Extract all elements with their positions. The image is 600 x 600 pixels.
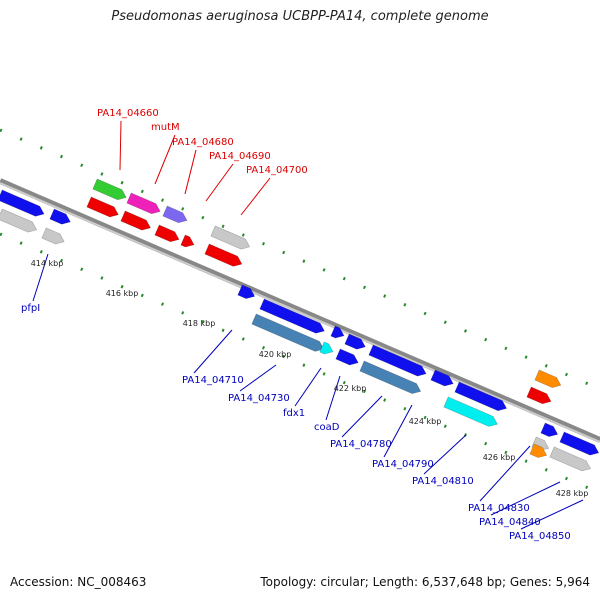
lower-gene-label-2: PA14_04730 [228,393,290,404]
gene-arrow-27 [540,422,559,437]
gene-arrow-7 [86,196,119,218]
gene-arrow-2 [0,208,38,233]
gene-arrow-17 [344,333,366,350]
lower-gene-label-3: fdx1 [283,408,305,419]
gene-arrow-21 [359,360,422,394]
lower-gene-label-0: pfpI [21,303,40,314]
gene-arrow-9 [154,224,180,243]
scale-label-5: 424 kbp [409,417,442,426]
gene-arrow-28 [559,431,600,456]
gene-arrow-14 [259,298,325,334]
gene-arrow-23 [454,381,508,412]
upper-gene-label-4: PA14_04700 [246,165,308,176]
scale-label-3: 420 kbp [259,350,292,359]
gene-arrow-16 [330,325,345,339]
gene-arrow-22 [430,369,454,387]
accession-text: Accession: NC_008463 [10,575,147,589]
lower-gene-label-6: PA14_04790 [372,459,434,470]
genome-backbone [0,178,600,443]
scale-label-2: 418 kbp [183,319,216,328]
gene-arrow-4 [92,178,127,201]
scale-label-4: 422 kbp [334,384,367,393]
gene-arrow-5 [126,192,161,215]
gene-arrow-30 [529,443,548,458]
gene-arrow-10 [180,234,195,248]
lower-gene-label-7: PA14_04810 [412,476,474,487]
scale-label-7: 428 kbp [556,489,589,498]
topology-text: Topology: circular; Length: 6,537,648 bp… [260,575,590,589]
gene-arrow-20 [368,344,427,377]
gene-labels: 414 kbp 416 kbp 418 kbp 420 kbp 422 kbp 424 k… [21,108,588,542]
gene-arrow-26 [526,386,552,405]
scale-label-6: 426 kbp [483,453,516,462]
gene-arrow-15 [251,313,325,352]
label-leader-lines [32,120,584,530]
lower-gene-label-5: PA14_04780 [330,439,392,450]
upper-gene-label-0: PA14_04660 [97,108,159,119]
gene-arrow-0 [0,189,45,217]
gene-arrow-8 [120,210,151,231]
gene-arrow-11 [210,225,251,250]
gene-arrow-24 [443,396,498,427]
gene-arrow-31 [549,446,592,472]
scale-label-0: 414 kbp [31,259,64,268]
gene-arrow-12 [204,243,243,267]
gene-arrow-6 [162,205,188,224]
lower-gene-label-10: PA14_04850 [509,531,571,542]
gene-arrow-19 [335,348,359,366]
gene-features [0,178,600,472]
gene-arrow-3 [41,227,65,245]
gene-arrow-18 [319,341,334,355]
map-title: Pseudomonas aeruginosa UCBPP-PA14, compl… [111,9,489,24]
gene-arrow-13 [237,284,256,299]
upper-gene-label-2: PA14_04680 [172,137,234,148]
upper-gene-label-1: mutM [151,122,180,133]
gene-arrow-1 [49,208,71,225]
upper-gene-label-3: PA14_04690 [209,151,271,162]
scale-label-1: 416 kbp [106,289,139,298]
gene-arrow-25 [534,369,562,388]
lower-gene-label-4: coaD [314,422,340,433]
lower-gene-label-9: PA14_04840 [479,517,541,528]
lower-gene-label-1: PA14_04710 [182,375,244,386]
lower-gene-label-8: PA14_04830 [468,503,530,514]
